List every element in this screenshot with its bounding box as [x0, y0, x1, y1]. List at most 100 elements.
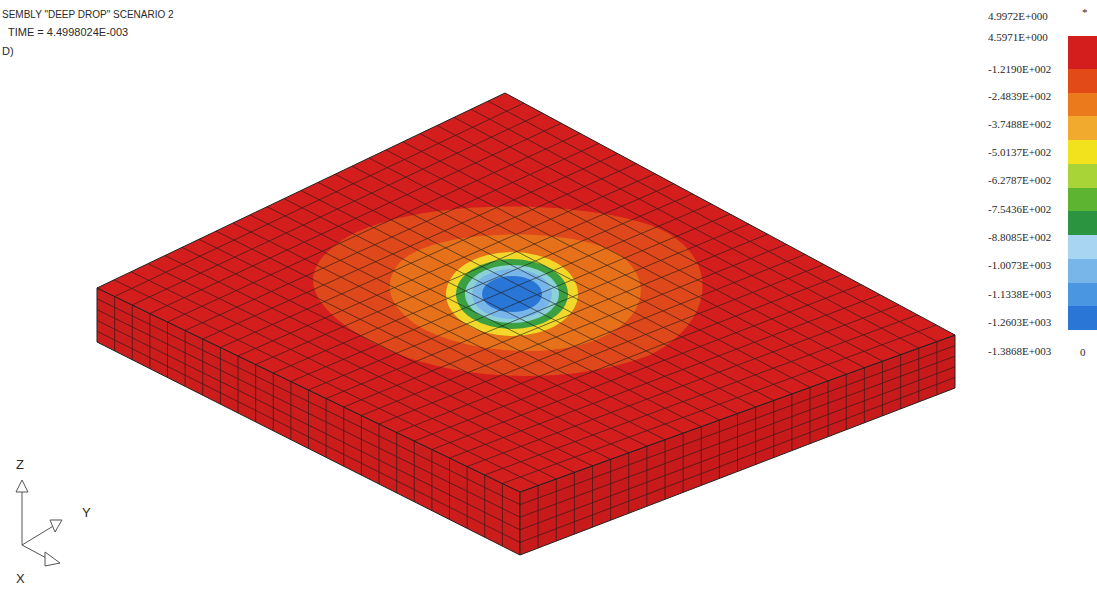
mesh-line: [369, 158, 810, 387]
legend-value: -8.8085E+002: [988, 231, 1051, 244]
mesh-line: [114, 297, 115, 351]
legend-mark: 0: [1080, 346, 1086, 359]
legend-swatch: [1068, 164, 1097, 188]
legend-swatch: [1068, 36, 1097, 45]
legend-value: -1.2603E+003: [988, 316, 1051, 329]
legend-swatch: [1068, 93, 1097, 117]
legend-swatch: [1068, 283, 1097, 307]
mesh-line: [520, 356, 955, 517]
legend-value: -1.3868E+003: [988, 345, 1051, 358]
legend-value: -1.0073E+003: [988, 259, 1051, 272]
mesh-line: [520, 346, 955, 505]
mesh-line: [450, 295, 881, 458]
mesh-line: [301, 191, 738, 414]
mesh-line: [308, 390, 309, 449]
mesh-line: [97, 320, 520, 529]
legend-value: 4.9972E+000: [988, 10, 1048, 23]
mesh-line: [132, 305, 133, 360]
mesh-line: [344, 234, 768, 407]
mesh-line: [719, 420, 720, 478]
mesh-line: [810, 387, 811, 443]
axis-triad: [16, 480, 62, 566]
mesh-line: [828, 381, 829, 437]
mesh-line: [255, 365, 256, 422]
mesh-line: [335, 174, 774, 400]
mesh-line: [290, 382, 291, 440]
legend-swatch: [1068, 306, 1097, 330]
legend-value: -1.1338E+003: [988, 288, 1051, 301]
mesh-line: [484, 475, 485, 537]
legend-value: -6.2787E+002: [988, 174, 1051, 187]
legend-swatch: [1068, 188, 1097, 212]
legend-value: -2.4839E+002: [988, 90, 1051, 103]
mesh-line: [379, 424, 380, 484]
mesh-line: [556, 479, 557, 541]
mesh-line: [361, 416, 362, 476]
mesh-line: [202, 339, 203, 395]
mesh-line: [273, 373, 274, 431]
legend-value: -1.2190E+002: [988, 63, 1051, 76]
mesh-line: [918, 348, 919, 402]
mesh-line: [737, 414, 738, 472]
legend-swatch: [1068, 259, 1097, 283]
mesh-line: [485, 315, 918, 475]
mesh-line: [610, 459, 611, 520]
mesh-line: [467, 305, 899, 467]
mesh-line: [846, 374, 847, 430]
mesh-line: [449, 458, 450, 520]
axis-label: Y: [82, 506, 91, 519]
mesh-line: [149, 314, 150, 369]
mesh-line: [238, 356, 239, 413]
mesh-line: [97, 310, 520, 518]
legend-swatch: [1068, 211, 1097, 235]
mesh-line: [97, 299, 520, 505]
mesh-line: [379, 254, 805, 424]
mesh-line: [900, 355, 901, 409]
legend-swatch: [1068, 45, 1097, 69]
legend-swatch: [1068, 69, 1097, 93]
mesh-line: [773, 400, 774, 457]
mesh-line: [326, 399, 327, 458]
axis-label: Z: [16, 458, 24, 471]
mesh-line: [665, 440, 666, 500]
mesh-line: [326, 224, 749, 398]
mesh-line: [488, 101, 937, 341]
legend-value: -3.7488E+002: [988, 118, 1051, 131]
mesh-line: [420, 134, 864, 368]
mesh-line: [414, 441, 415, 502]
mesh-line: [628, 453, 629, 514]
slab-top-face: [97, 93, 955, 492]
mesh-line: [936, 342, 937, 395]
legend-mark: *: [1082, 6, 1088, 19]
legend-swatch: [1068, 140, 1097, 164]
contour-blue: [482, 276, 542, 312]
mesh-line: [414, 275, 842, 442]
mesh-line: [538, 485, 539, 548]
mesh-line: [97, 331, 520, 542]
mesh-line: [755, 407, 756, 465]
mesh-line: [437, 126, 883, 362]
mesh-line: [309, 214, 731, 390]
mesh-line: [318, 182, 756, 407]
legend-value: -5.0137E+002: [988, 146, 1051, 159]
mesh-line: [471, 109, 919, 348]
mesh-line: [592, 466, 593, 527]
mesh-line: [646, 446, 647, 506]
mesh-line: [454, 117, 901, 354]
time-stamp: TIME = 4.4998024E-003: [8, 26, 128, 39]
mesh-line: [701, 427, 702, 486]
mesh-line: [520, 367, 955, 530]
mesh-line: [502, 325, 936, 484]
mesh-line: [683, 433, 684, 492]
mesh-line: [167, 322, 168, 378]
mesh-line: [467, 467, 468, 529]
legend-swatch: [1068, 116, 1097, 140]
mesh-line: [882, 361, 883, 416]
mesh-line: [386, 150, 828, 381]
legend-swatch: [1068, 235, 1097, 259]
mesh-line: [397, 264, 824, 432]
mesh-line: [352, 166, 792, 394]
mesh-line: [520, 377, 955, 542]
mesh-line: [432, 285, 861, 450]
